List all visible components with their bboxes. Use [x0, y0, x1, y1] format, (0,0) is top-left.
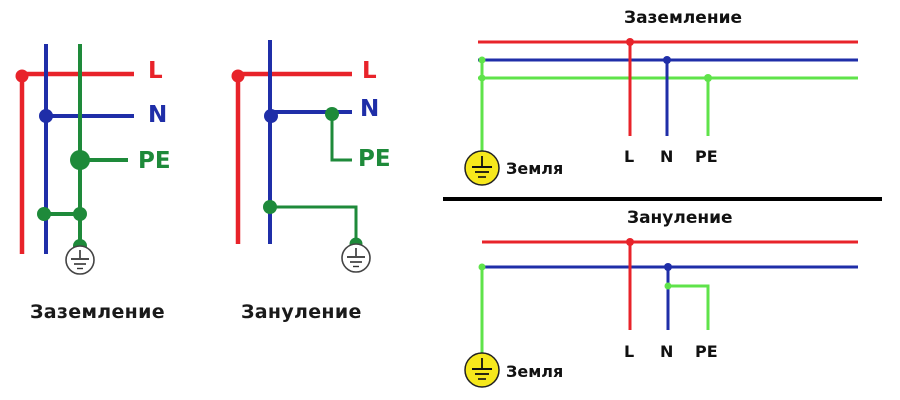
l1-caption: Заземление — [30, 301, 165, 323]
right-grounding-diagram — [464, 38, 858, 186]
l2-caption: Зануление — [241, 301, 362, 323]
l2-label-phase: L — [362, 58, 377, 84]
l2-earth-link — [270, 205, 358, 244]
r2-neutral-tap-node — [664, 263, 672, 271]
r2-label-phase: L — [624, 342, 635, 361]
r1-phase-tap-node — [626, 38, 634, 46]
r1-feed-node-pe — [478, 74, 486, 82]
r2-feed-node — [478, 263, 486, 271]
l2-label-neutral: N — [360, 96, 380, 122]
left-grounding-diagram — [15, 44, 134, 275]
l1-neutral-node — [39, 109, 53, 123]
r1-neutral-tap-node — [663, 56, 671, 64]
r1-label-neutral: N — [660, 147, 674, 166]
r1-earth-badge-icon — [464, 150, 500, 186]
l2-phase-node — [231, 69, 245, 83]
r2-phase-tap-node — [626, 238, 634, 246]
l1-pe-bridge-node-right — [73, 207, 87, 221]
l1-ground-symbol-icon — [65, 245, 95, 275]
l2-earth-link-node — [263, 200, 277, 214]
l2-pe-branch — [330, 114, 352, 162]
r1-label-phase: L — [624, 147, 635, 166]
left-nulling-diagram — [231, 40, 371, 273]
r2-earth-badge-icon — [464, 352, 500, 388]
r1-feed-node-n — [478, 56, 486, 64]
l2-label-pe: PE — [358, 146, 391, 172]
l2-pe-branch-node — [325, 107, 339, 121]
r2-title: Зануление — [627, 208, 733, 228]
r2-pe-tap — [668, 284, 710, 330]
l1-pe-node-large — [70, 150, 90, 170]
l1-pe-bridge-node-left — [37, 207, 51, 221]
right-nulling-diagram — [464, 238, 858, 388]
l1-label-neutral: N — [148, 102, 168, 128]
r1-pe-tap-node — [704, 74, 712, 82]
l1-label-phase: L — [148, 58, 163, 84]
r2-earth-label: Земля — [506, 362, 564, 381]
r1-label-pe: PE — [695, 147, 718, 166]
l1-label-pe: PE — [138, 148, 171, 174]
l1-phase-node — [15, 69, 29, 83]
r1-title: Заземление — [624, 8, 743, 28]
r2-pe-tap-node — [664, 282, 672, 290]
r1-earth-label: Земля — [506, 159, 564, 178]
r2-label-pe: PE — [695, 342, 718, 361]
l2-neutral-node — [264, 109, 278, 123]
l2-ground-symbol-icon — [341, 243, 371, 273]
r2-label-neutral: N — [660, 342, 674, 361]
